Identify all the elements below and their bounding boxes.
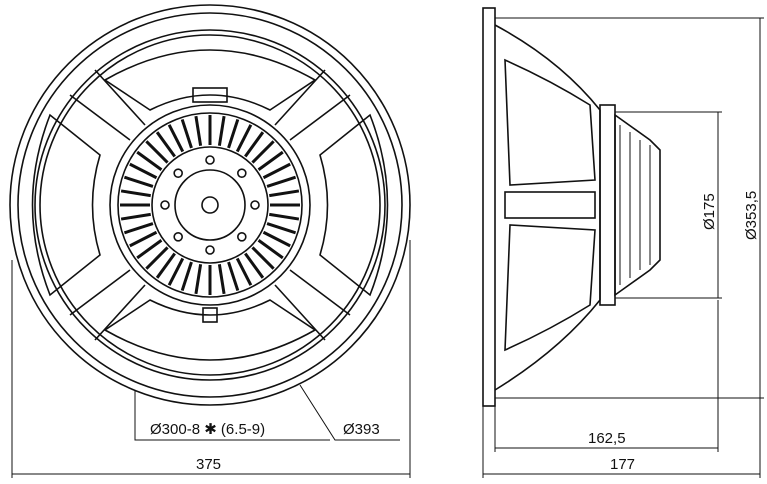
cooling-fin <box>145 246 169 270</box>
cooling-fin <box>257 239 284 260</box>
bolt-hole <box>173 168 183 178</box>
cooling-fin <box>180 261 193 292</box>
mounting-flange <box>482 7 496 407</box>
cooling-fin <box>235 124 253 153</box>
bolt-hole <box>237 168 247 178</box>
cooling-fin <box>136 150 163 171</box>
outer-diameter-label: Ø393 <box>343 421 380 438</box>
cooling-fin <box>251 140 275 164</box>
cooling-fin <box>136 239 163 260</box>
cooling-fin <box>155 252 176 279</box>
gasket-ring <box>34 29 386 381</box>
bolt-hole <box>237 232 247 242</box>
magnet-diameter-label: Ø175 <box>701 193 718 230</box>
side-dimensions: 162,5 177 Ø175 Ø353,5 <box>482 17 764 478</box>
cooling-fin <box>167 257 185 286</box>
bolt-hole <box>250 200 260 210</box>
magnet-ring <box>109 104 311 306</box>
cooling-fin <box>129 230 158 248</box>
cooling-fin <box>262 230 291 248</box>
cooling-fin <box>180 118 193 149</box>
bolt-hole <box>173 232 183 242</box>
cooling-fin <box>123 175 154 188</box>
cooling-fin <box>120 212 151 221</box>
cooling-fin <box>251 246 275 270</box>
cooling-fins <box>120 115 300 295</box>
cooling-fin <box>266 175 297 188</box>
basket-outer-rim <box>9 4 411 406</box>
cooling-fin <box>194 115 203 146</box>
cooling-fin <box>244 131 265 158</box>
pole-plate <box>151 146 269 264</box>
pole-vent <box>201 196 219 214</box>
basket-inner-rim <box>17 12 403 398</box>
mounting-holes-label: Ø300-8 ✱ (6.5-9) <box>150 421 265 438</box>
bolt-holes <box>160 155 260 255</box>
mounting-depth-label: 162,5 <box>588 430 626 447</box>
magnet-profile <box>614 113 661 297</box>
cooling-fin <box>269 189 300 198</box>
cooling-fin <box>262 162 291 180</box>
bottom-tab <box>202 307 218 323</box>
cooling-fin <box>269 212 300 221</box>
cooling-fin <box>155 131 176 158</box>
cooling-fin <box>266 222 297 235</box>
total-depth-label: 177 <box>610 456 635 473</box>
cooling-fin <box>123 222 154 235</box>
cooling-fin <box>217 264 226 295</box>
cooling-fin <box>120 189 151 198</box>
basket-spokes <box>69 69 351 341</box>
front-view <box>9 4 411 406</box>
cooling-fin <box>129 162 158 180</box>
basket-windows <box>31 49 389 361</box>
side-view <box>482 7 661 407</box>
cutout-diameter-label: Ø353,5 <box>743 191 760 240</box>
bolt-hole <box>160 200 170 210</box>
cooling-fin <box>227 118 240 149</box>
cooling-fin <box>227 261 240 292</box>
top-plate <box>599 104 616 306</box>
cooling-fin <box>244 252 265 279</box>
terminal-block <box>192 87 228 103</box>
width-label: 375 <box>196 456 221 473</box>
bolt-hole <box>205 245 215 255</box>
cooling-fin <box>167 124 185 153</box>
cooling-fin <box>217 115 226 146</box>
front-dimensions: Ø300-8 ✱ (6.5-9) Ø393 375 <box>11 240 411 478</box>
cooling-fin <box>235 257 253 286</box>
bolt-hole <box>205 155 215 165</box>
cooling-fin <box>145 140 169 164</box>
cooling-fin <box>257 150 284 171</box>
cooling-fin <box>194 264 203 295</box>
